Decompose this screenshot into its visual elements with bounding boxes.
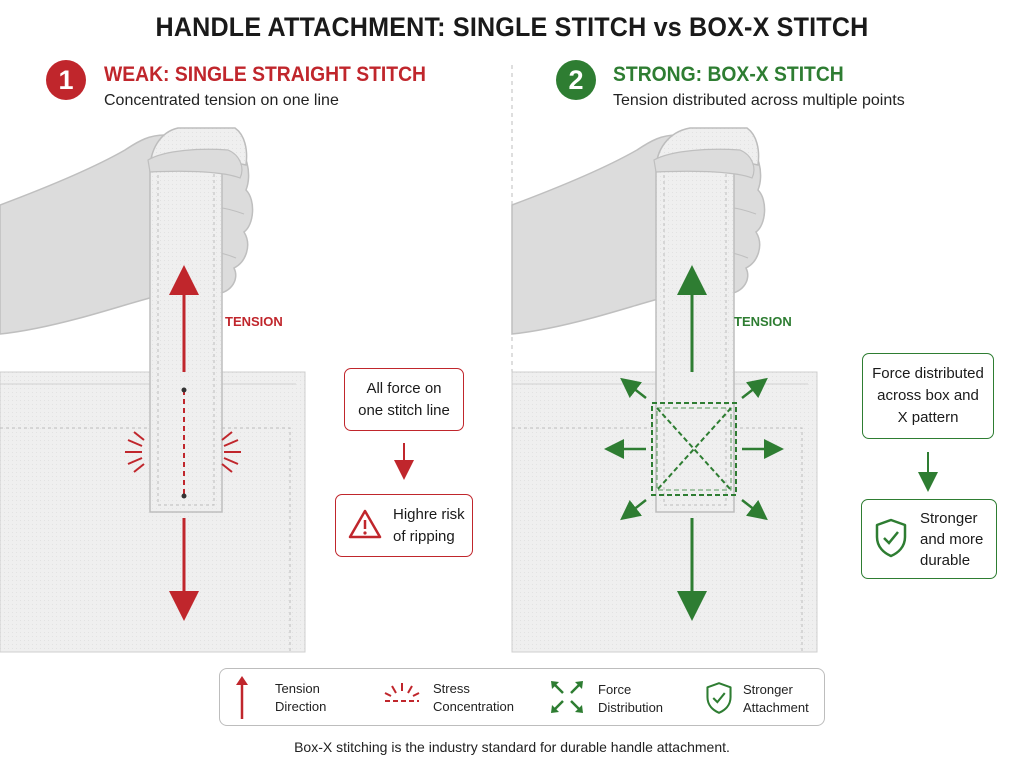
tension-arrow-icon bbox=[236, 676, 248, 719]
legend-label-line: Attachment bbox=[743, 700, 809, 715]
callout-line: one stitch line bbox=[358, 402, 450, 419]
callout-line: Stronger bbox=[920, 510, 978, 527]
legend-item-stronger: Stronger Attachment bbox=[743, 681, 809, 717]
legend-label-line: Concentration bbox=[433, 699, 514, 714]
tension-label-left: TENSION bbox=[225, 314, 283, 329]
page-title: HANDLE ATTACHMENT: SINGLE STITCH vs BOX-… bbox=[155, 12, 869, 42]
force-distribution-arrows bbox=[604, 377, 784, 521]
legend: Tension Direction Stress Concentration F… bbox=[219, 668, 825, 726]
box-x-stitch bbox=[651, 402, 737, 496]
callout-force-distributed: Force distributed across box and X patte… bbox=[862, 353, 994, 439]
stress-concentration-marks-left bbox=[125, 431, 241, 473]
right-panel-title: STRONG: BOX-X STITCH bbox=[613, 63, 844, 86]
stress-concentration-icon bbox=[384, 683, 420, 702]
tension-label-right: TENSION bbox=[734, 314, 792, 329]
footer-note: Box-X stitching is the industry standard… bbox=[294, 739, 730, 755]
step-number-badge-right: 2 bbox=[556, 60, 596, 100]
shield-check-icon bbox=[706, 682, 732, 714]
callout-line: durable bbox=[920, 552, 971, 569]
shield-check-icon bbox=[875, 518, 907, 558]
right-panel-subtitle: Tension distributed across multiple poin… bbox=[613, 92, 905, 109]
legend-label-line: Distribution bbox=[598, 700, 664, 715]
callout-stronger: Stronger and more durable bbox=[861, 499, 997, 579]
step-number-badge-left: 1 bbox=[46, 60, 86, 100]
callout-line: across box and bbox=[877, 387, 979, 404]
left-panel-title: WEAK: SINGLE STRAIGHT STITCH bbox=[104, 63, 426, 86]
callout-line: Highre risk bbox=[393, 506, 465, 523]
legend-label-line: Stress bbox=[433, 681, 470, 696]
callout-line: and more bbox=[920, 531, 984, 548]
callout-line: All force on bbox=[366, 380, 442, 397]
legend-item-stress: Stress Concentration bbox=[433, 680, 514, 716]
force-distribution-icon bbox=[551, 681, 583, 713]
callout-all-force: All force on one stitch line bbox=[344, 368, 464, 431]
legend-label-line: Tension bbox=[275, 681, 320, 696]
legend-label-line: Direction bbox=[275, 699, 327, 714]
legend-label-line: Force bbox=[598, 682, 632, 697]
callout-higher-risk: Highre risk of ripping bbox=[335, 494, 473, 557]
legend-item-force: Force Distribution bbox=[598, 681, 663, 717]
callout-line: X pattern bbox=[897, 409, 959, 426]
left-panel-subtitle: Concentrated tension on one line bbox=[104, 92, 339, 109]
callout-line: of ripping bbox=[393, 528, 455, 545]
warning-triangle-icon bbox=[348, 509, 382, 539]
right-strap bbox=[655, 127, 760, 513]
legend-item-tension: Tension Direction bbox=[275, 680, 326, 716]
legend-label-line: Stronger bbox=[743, 682, 793, 697]
left-strap bbox=[149, 127, 248, 513]
callout-line: Force distributed bbox=[872, 365, 984, 382]
